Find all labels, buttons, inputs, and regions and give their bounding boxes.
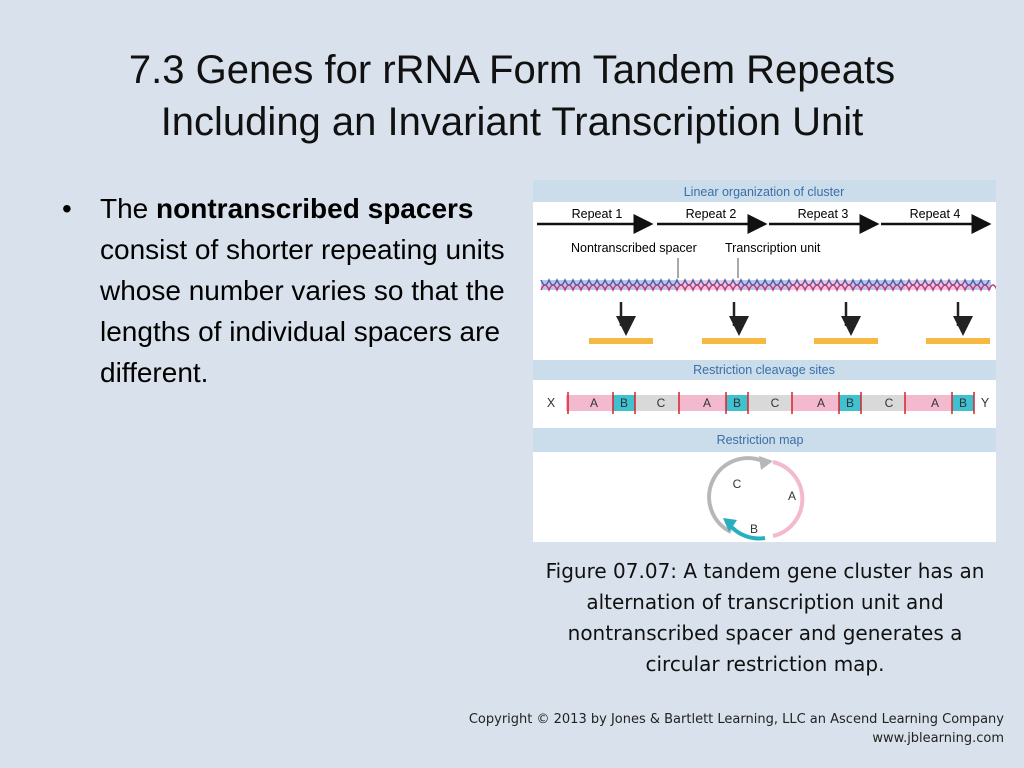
product-bar-1 (589, 338, 653, 344)
repeat-label-2: Repeat 2 (686, 207, 737, 221)
gene-cluster-diagram: Linear organization of cluster Repeat 1 … (533, 180, 996, 541)
header-band-map (533, 428, 996, 452)
site-label-11: B (959, 396, 967, 410)
site-label-10: A (931, 396, 939, 410)
header-sites: Restriction cleavage sites (693, 363, 835, 377)
map-label-a: A (788, 489, 796, 503)
site-label-4: A (703, 396, 711, 410)
site-end-right: Y (981, 396, 990, 410)
header-map: Restriction map (717, 433, 804, 447)
figure-caption: Figure 07.07: A tandem gene cluster has … (520, 556, 1010, 680)
repeat-label-4: Repeat 4 (910, 207, 961, 221)
repeat-label-3: Repeat 3 (798, 207, 849, 221)
title-line-1: 7.3 Genes for rRNA Form Tandem Repeats (128, 48, 896, 92)
map-arc-c (707, 456, 766, 534)
caption-line-3: nontranscribed spacer and generates a (567, 621, 963, 645)
bullet-marker: • (62, 193, 72, 224)
site-label-7: A (817, 396, 825, 410)
site-label-2: B (620, 396, 628, 410)
site-label-1: A (590, 396, 598, 410)
site-label-9: C (885, 396, 894, 410)
label-nontranscribed-spacer: Nontranscribed spacer (571, 241, 697, 255)
site-label-8: B (846, 396, 854, 410)
circular-restriction-map: C A B (707, 456, 805, 541)
bullet-text: The nontranscribed spacers consist of sh… (100, 188, 510, 393)
repeat-arrows: Repeat 1 Repeat 2 Repeat 3 Repeat 4 (537, 207, 992, 234)
site-label-6: C (771, 396, 780, 410)
header-linear: Linear organization of cluster (684, 185, 845, 199)
header-band-sites (533, 360, 996, 380)
map-arc-b (727, 522, 766, 541)
copyright-line-1: Copyright © 2013 by Jones & Bartlett Lea… (468, 712, 1004, 727)
map-label-c: C (733, 477, 742, 491)
label-transcription-unit: Transcription unit (725, 241, 821, 255)
header-band-linear (533, 180, 996, 202)
map-arc-a (772, 460, 805, 538)
caption-line-4: circular restriction map. (645, 652, 885, 676)
bullet-bold-term: nontranscribed spacers (156, 193, 474, 224)
site-label-3: C (657, 396, 666, 410)
bullet-post: consist of shorter repeating units whose… (100, 234, 505, 388)
product-bar-2 (702, 338, 766, 344)
caption-line-2: alternation of transcription unit and (586, 590, 944, 614)
caption-line-1: Figure 07.07: A tandem gene cluster has … (545, 559, 985, 583)
product-bar-4 (926, 338, 990, 344)
title-line-2: Including an Invariant Transcription Uni… (160, 100, 864, 144)
site-end-left: X (547, 396, 556, 410)
bullet-pre: The (100, 193, 157, 224)
map-label-b: B (750, 522, 758, 536)
transcription-products (589, 302, 990, 344)
copyright-notice: Copyright © 2013 by Jones & Bartlett Lea… (469, 710, 1004, 748)
slide-title: 7.3 Genes for rRNA Form Tandem Repeats I… (0, 44, 1024, 148)
dna-helix (540, 277, 996, 293)
figure-panel: Linear organization of cluster Repeat 1 … (533, 180, 996, 542)
site-label-5: B (733, 396, 741, 410)
product-bar-3 (814, 338, 878, 344)
copyright-url: www.jblearning.com (872, 731, 1004, 746)
restriction-sites-bar: X Y (547, 392, 990, 414)
repeat-label-1: Repeat 1 (572, 207, 623, 221)
